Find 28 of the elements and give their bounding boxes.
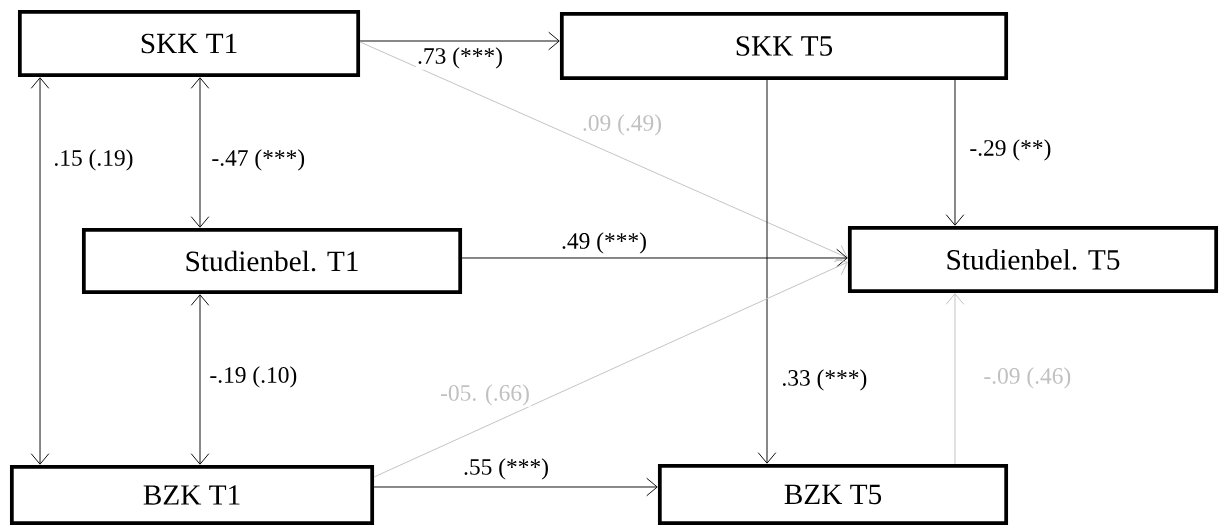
variable-box: Studienbel. T5: [847, 225, 1219, 294]
arrow: [945, 293, 965, 465]
arrow: [945, 79, 965, 226]
variable-box: BZK T1: [9, 464, 375, 526]
edge-label: -.29 (**): [968, 138, 1053, 162]
variable-box: Studienbel. T1: [81, 227, 463, 295]
edge-label: -.19 (.10): [208, 365, 299, 389]
edge-label: .49 (***): [559, 231, 649, 255]
variable-box: BZK T5: [657, 463, 1009, 526]
arrow: [359, 31, 560, 51]
variable-box: SKK T1: [17, 9, 361, 78]
edge-label: .73 (***): [415, 46, 505, 70]
edge-label: -05. (.66): [438, 383, 532, 407]
arrow: [373, 477, 658, 497]
edge-label: -.47 (***): [210, 148, 307, 172]
arrow: [190, 77, 210, 228]
edge-label: .55 (***): [461, 457, 551, 481]
arrow: [359, 41, 848, 262]
edge-label: .15 (.19): [52, 148, 135, 172]
variable-box: SKK T5: [559, 11, 1009, 81]
arrow: [190, 294, 210, 465]
edge-label: .33 (***): [780, 368, 869, 392]
arrow: [757, 79, 777, 464]
arrow: [461, 248, 848, 268]
arrow: [30, 77, 50, 465]
arrow: [373, 258, 848, 478]
edge-label: .09 (.49): [580, 113, 664, 137]
edge-label: -.09 (.46): [982, 366, 1073, 390]
